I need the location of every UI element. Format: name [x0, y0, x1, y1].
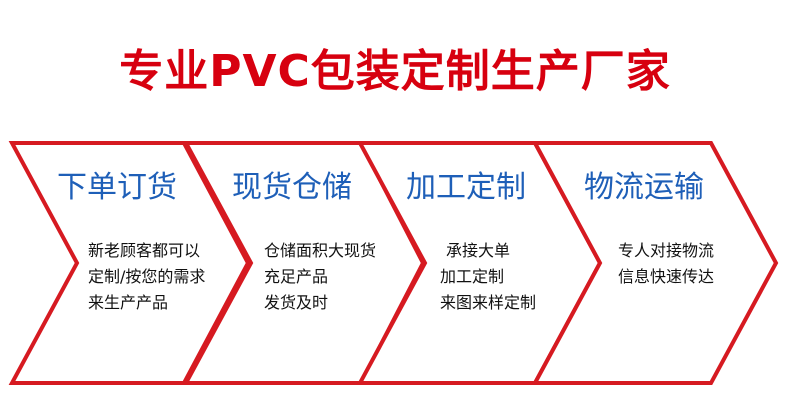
- step-desc-order: 新老顾客都可以 定制/按您的需求 来生产产品: [88, 238, 205, 316]
- step-title-warehouse: 现货仓储: [232, 170, 352, 205]
- step-desc-line: 承接大单: [446, 241, 511, 260]
- step-desc-line: 信息快速传达: [618, 267, 715, 286]
- step-desc-line: 加工定制: [440, 267, 505, 286]
- page-title: 专业PVC包装定制生产厂家: [119, 46, 671, 97]
- step-desc-line: 充足产品: [264, 267, 329, 286]
- step-desc-line: 来图来样定制: [440, 293, 537, 312]
- step-desc-custom: 承接大单 加工定制 来图来样定制: [440, 238, 536, 316]
- step-desc-line: 仓储面积大现货: [264, 241, 377, 260]
- step-desc-line: 新老顾客都可以: [88, 241, 201, 260]
- step-desc-warehouse: 仓储面积大现货 充足产品 发货及时: [264, 238, 376, 316]
- step-title-logistics: 物流运输: [584, 170, 704, 205]
- step-title-custom: 加工定制: [406, 170, 526, 205]
- step-arrow-4: [531, 141, 779, 385]
- step-desc-line: 发货及时: [264, 293, 329, 312]
- step-desc-logistics: 专人对接物流 信息快速传达: [618, 238, 714, 290]
- step-desc-line: 定制/按您的需求: [88, 267, 206, 286]
- step-title-order: 下单订货: [57, 170, 177, 205]
- step-desc-line: 专人对接物流: [618, 241, 715, 260]
- step-desc-line: 来生产产品: [88, 293, 169, 312]
